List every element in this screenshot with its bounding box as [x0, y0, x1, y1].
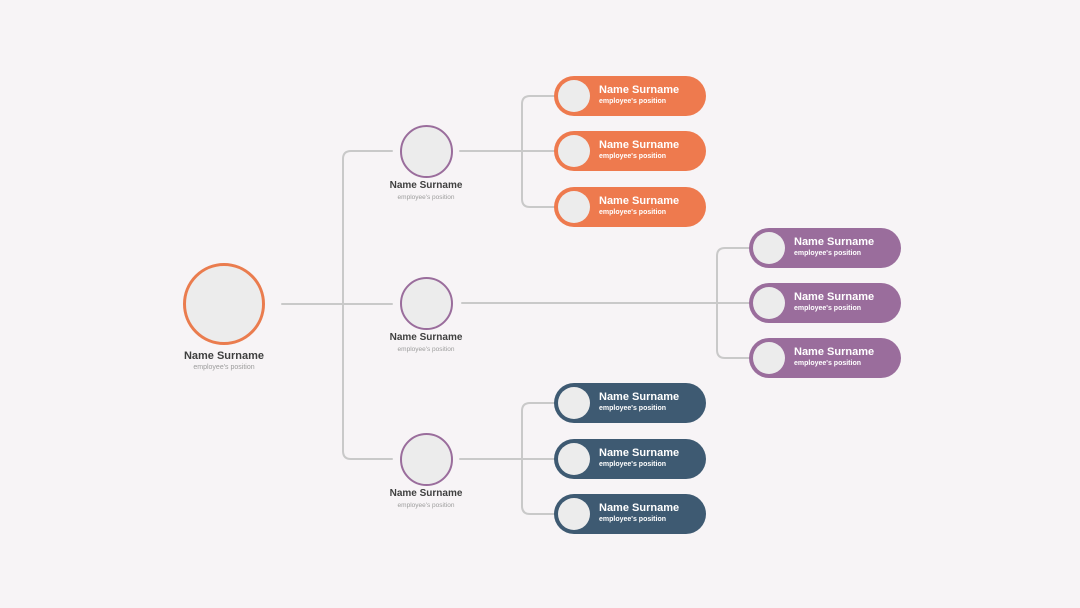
member-name: Name Surname — [794, 291, 875, 303]
manager-position: employee's position — [397, 194, 455, 201]
team-1-member-3[interactable]: Name Surname employee's position — [554, 187, 706, 227]
member-avatar — [558, 443, 590, 475]
member-name: Name Surname — [599, 195, 680, 207]
manager-avatar — [399, 125, 453, 178]
member-position: employee's position — [599, 153, 667, 160]
team-2-member-1[interactable]: Name Surname employee's position — [749, 228, 901, 268]
member-avatar — [558, 191, 590, 223]
member-name: Name Surname — [599, 139, 680, 151]
member-position: employee's position — [599, 461, 667, 468]
member-name: Name Surname — [794, 346, 875, 358]
member-position: employee's position — [599, 98, 667, 105]
team-1-member-1[interactable]: Name Surname employee's position — [554, 76, 706, 116]
team-2-member-3[interactable]: Name Surname employee's position — [749, 338, 901, 378]
manager-name: Name Surname — [389, 488, 463, 499]
member-avatar — [753, 232, 785, 264]
manager-name: Name Surname — [389, 180, 463, 191]
member-position: employee's position — [794, 305, 862, 312]
member-name: Name Surname — [599, 502, 680, 514]
member-avatar — [558, 498, 590, 530]
member-name: Name Surname — [599, 447, 680, 459]
root-name: Name Surname — [183, 350, 265, 362]
team-2-member-2[interactable]: Name Surname employee's position — [749, 283, 901, 323]
member-position: employee's position — [794, 250, 862, 257]
member-avatar — [558, 80, 590, 112]
root-avatar — [183, 263, 265, 345]
member-position: employee's position — [599, 405, 667, 412]
manager-name: Name Surname — [389, 332, 463, 343]
root-position: employee's position — [193, 364, 255, 371]
member-avatar — [558, 387, 590, 419]
member-position: employee's position — [599, 516, 667, 523]
member-name: Name Surname — [599, 84, 680, 96]
member-avatar — [753, 287, 785, 319]
root-node[interactable]: Name Surname employee's position — [164, 263, 284, 371]
member-avatar — [753, 342, 785, 374]
member-name: Name Surname — [794, 236, 875, 248]
team-3-member-1[interactable]: Name Surname employee's position — [554, 383, 706, 423]
manager-node-3[interactable]: Name Surname employee's position — [376, 433, 476, 509]
member-position: employee's position — [599, 209, 667, 216]
manager-avatar — [399, 277, 453, 330]
member-name: Name Surname — [599, 391, 680, 403]
team-1-member-2[interactable]: Name Surname employee's position — [554, 131, 706, 171]
member-position: employee's position — [794, 360, 862, 367]
member-avatar — [558, 135, 590, 167]
manager-position: employee's position — [397, 346, 455, 353]
manager-node-2[interactable]: Name Surname employee's position — [376, 277, 476, 353]
manager-node-1[interactable]: Name Surname employee's position — [376, 125, 476, 201]
manager-position: employee's position — [397, 502, 455, 509]
manager-avatar — [399, 433, 453, 486]
team-3-member-3[interactable]: Name Surname employee's position — [554, 494, 706, 534]
team-3-member-2[interactable]: Name Surname employee's position — [554, 439, 706, 479]
